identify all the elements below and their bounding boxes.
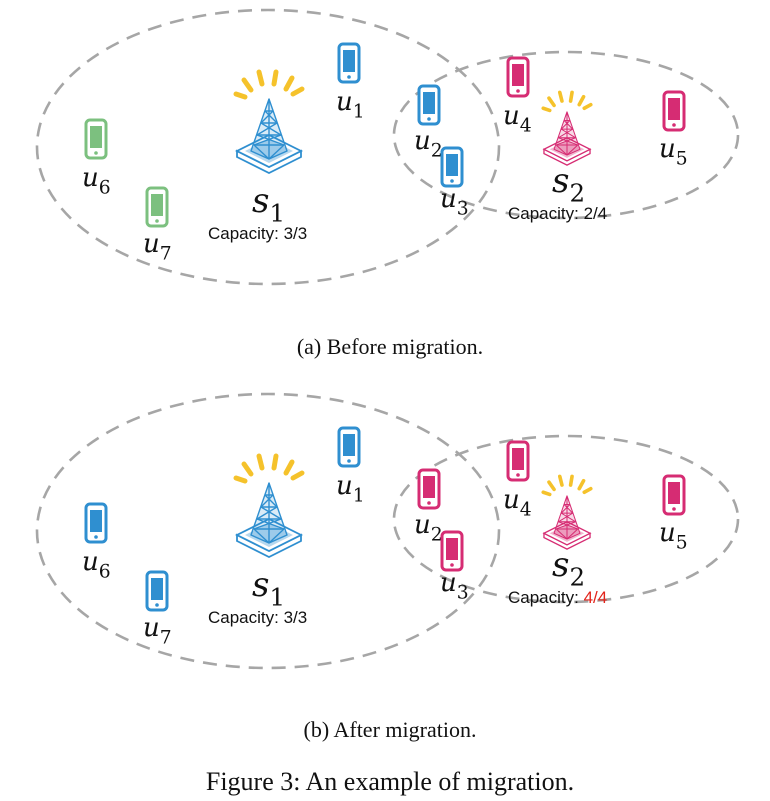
- signal-rays-icon: [233, 453, 305, 484]
- user-label-u5: u5: [659, 518, 688, 553]
- server-label-s1: s1: [252, 565, 285, 612]
- user-label-u2: u2: [414, 126, 443, 161]
- coverage-area-s1: [35, 392, 501, 670]
- edge-server-tower-icon: [541, 90, 593, 166]
- smartphone-icon: [337, 426, 361, 468]
- edge-server-tower-icon: [233, 69, 305, 175]
- server-label-s1: s1: [252, 181, 285, 228]
- subcaption-b: (b) After migration.: [304, 717, 477, 742]
- capacity-label: Capacity: 3/3: [208, 224, 307, 243]
- smartphone-icon: [145, 186, 169, 228]
- user-label-u1: u1: [336, 87, 365, 122]
- edge-server-tower-icon: [541, 474, 593, 550]
- smartphone-icon: [506, 56, 530, 98]
- smartphone-icon: [84, 118, 108, 160]
- user-label-u5: u5: [659, 134, 688, 169]
- coverage-area-s2: [392, 50, 740, 220]
- edge-server-tower-icon: [233, 453, 305, 559]
- capacity-label: Capacity: 4/4: [508, 588, 607, 607]
- coverage-area-s2: [392, 434, 740, 604]
- user-label-u4: u4: [503, 101, 532, 136]
- figure-caption: Figure 3: An example of migration.: [206, 767, 574, 796]
- user-label-u7: u7: [143, 229, 172, 264]
- smartphone-icon: [337, 42, 361, 84]
- signal-rays-icon: [233, 69, 305, 100]
- smartphone-icon: [662, 474, 686, 516]
- user-label-u4: u4: [503, 485, 532, 520]
- user-label-u2: u2: [414, 510, 443, 545]
- user-label-u6: u6: [82, 163, 111, 198]
- smartphone-icon: [417, 468, 441, 510]
- smartphone-icon: [440, 530, 464, 572]
- smartphone-icon: [145, 570, 169, 612]
- subcaption-a: (a) Before migration.: [297, 334, 483, 359]
- signal-rays-icon: [541, 474, 593, 497]
- smartphone-icon: [506, 440, 530, 482]
- capacity-label: Capacity: 3/3: [208, 608, 307, 627]
- user-label-u1: u1: [336, 471, 365, 506]
- smartphone-icon: [84, 502, 108, 544]
- server-label-s2: s2: [552, 161, 585, 208]
- server-label-s2: s2: [552, 545, 585, 592]
- user-label-u6: u6: [82, 547, 111, 582]
- smartphone-icon: [440, 146, 464, 188]
- smartphone-icon: [417, 84, 441, 126]
- smartphone-icon: [662, 90, 686, 132]
- capacity-label: Capacity: 2/4: [508, 204, 607, 223]
- coverage-area-s1: [35, 8, 501, 286]
- user-label-u3: u3: [440, 184, 469, 219]
- user-label-u7: u7: [143, 613, 172, 648]
- signal-rays-icon: [541, 90, 593, 113]
- user-label-u3: u3: [440, 568, 469, 603]
